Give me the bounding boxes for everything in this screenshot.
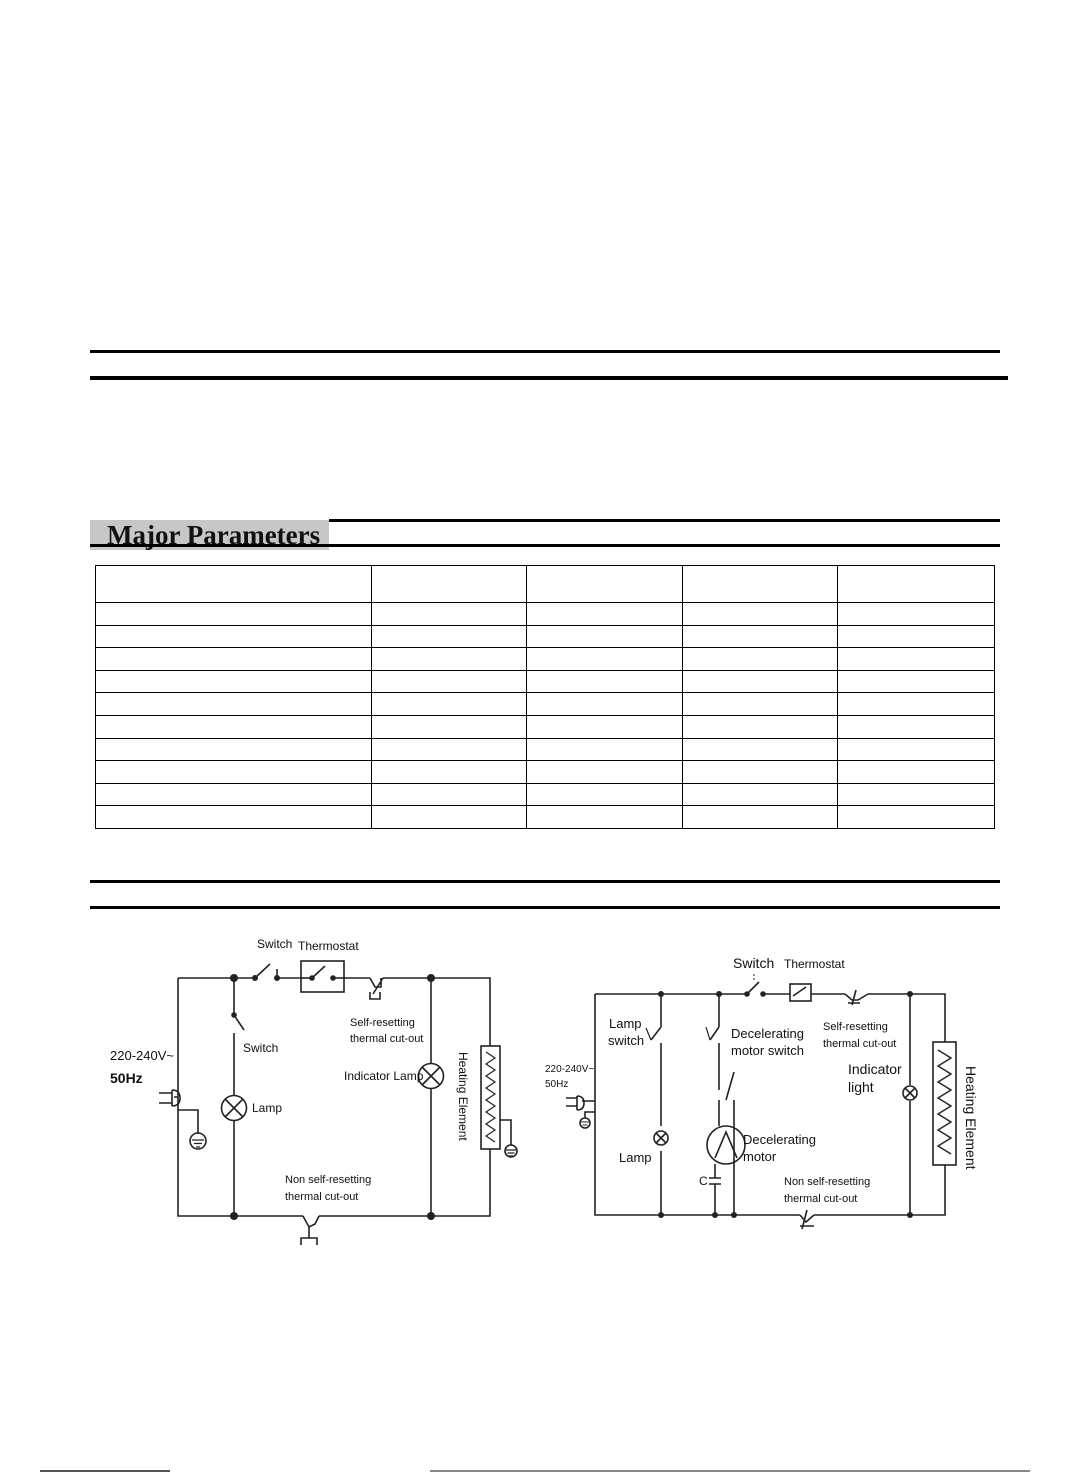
right-decel-switch-label-2: motor switch <box>731 1043 804 1058</box>
left-top-switch <box>254 963 271 979</box>
left-non-self-resetting-label-2: thermal cut-out <box>285 1191 358 1203</box>
right-junction-dots <box>658 991 913 1218</box>
left-heating-earth-icon <box>504 1144 518 1158</box>
table-row <box>95 669 995 694</box>
right-plug-icon <box>566 1095 595 1111</box>
right-earth-wire <box>584 1111 595 1118</box>
right-decel-motor-label-2: motor <box>743 1149 777 1164</box>
scan-edge-mark <box>430 1470 1030 1472</box>
right-indicator-label-2: light <box>848 1079 874 1095</box>
right-lamp-label: Lamp <box>619 1150 652 1165</box>
right-heating-element <box>932 1041 957 1166</box>
left-junction-dots <box>230 974 435 1220</box>
right-decel-motor-symbol <box>706 1125 746 1165</box>
table-header-row <box>95 565 995 603</box>
right-capacitor-label: C <box>699 1174 708 1188</box>
top-rule-thin <box>90 350 1000 353</box>
table-row <box>95 714 995 739</box>
left-switch-top-label: Switch <box>257 937 292 951</box>
left-self-resetting-label-1: Self-resetting <box>350 1017 415 1029</box>
right-self-resetting-cutout <box>844 989 869 1006</box>
right-top-switch <box>746 981 760 995</box>
right-motor-switch-contact <box>725 1071 735 1101</box>
left-thermostat-contact <box>311 965 326 979</box>
left-self-resetting-label-2: thermal cut-out <box>350 1033 423 1045</box>
table-row <box>95 737 995 762</box>
left-frequency-label: 50Hz <box>110 1070 143 1086</box>
right-main-wire <box>594 993 946 1216</box>
table-cell <box>682 565 838 603</box>
heading-rule-bottom <box>90 544 1000 547</box>
diagram-rule-thin <box>90 880 1000 883</box>
right-non-self-resetting-label-2: thermal cut-out <box>784 1193 857 1205</box>
left-earth-icon <box>189 1132 207 1150</box>
heading-rule-top <box>329 519 1000 522</box>
table-row <box>95 782 995 807</box>
table-cell <box>95 565 372 603</box>
right-heating-element-label: Heating Element <box>963 1066 979 1170</box>
left-non-self-resetting-cutout <box>300 1215 320 1245</box>
left-switch-lamp-label: Switch <box>243 1041 278 1055</box>
right-self-resetting-label-1: Self-resetting <box>823 1021 888 1033</box>
left-indicator-lamp-label: Indicator Lamp <box>344 1069 424 1083</box>
right-decel-motor-label-1: Decelerating <box>743 1132 816 1147</box>
table-row <box>95 692 995 716</box>
table-cell <box>837 565 995 603</box>
table-cell <box>837 805 995 829</box>
left-voltage-label: 220-240V~ <box>110 1048 174 1063</box>
top-rule-thick <box>90 376 1008 380</box>
table-row <box>95 805 995 829</box>
left-lamp-branch <box>233 978 245 1216</box>
right-indicator-light-symbol <box>902 1085 918 1101</box>
right-capacitor <box>709 1164 721 1215</box>
right-indicator-label-1: Indicator <box>848 1061 902 1077</box>
right-decel-motor-switch <box>709 994 720 1090</box>
right-lamp-switch-label-1: Lamp <box>609 1016 642 1031</box>
left-indicator-lamp-symbol <box>417 1062 445 1090</box>
right-thermostat-label: Thermostat <box>784 957 845 971</box>
left-lamp-label: Lamp <box>252 1101 282 1115</box>
left-lamp-symbol <box>220 1094 248 1122</box>
left-thermostat-box <box>300 960 345 993</box>
right-switch-top-label: Switch <box>733 955 774 971</box>
table-cell <box>371 565 527 603</box>
right-circuit-diagram <box>566 974 957 1230</box>
left-heating-earth-wire <box>500 1119 512 1145</box>
scan-edge-mark <box>40 1470 170 1472</box>
left-circuit-diagram <box>159 960 518 1245</box>
right-lamp-symbol <box>653 1130 669 1146</box>
left-main-wire <box>177 969 491 1217</box>
right-frequency-label: 50Hz <box>545 1079 568 1090</box>
right-lamp-branch <box>650 994 662 1215</box>
right-earth-icon <box>579 1117 591 1129</box>
parameters-table <box>95 565 995 829</box>
right-non-self-resetting-cutout <box>799 1209 815 1230</box>
left-self-resetting-cutout <box>369 977 384 1000</box>
right-thermostat-box <box>789 983 812 1002</box>
right-lamp-switch-label-2: switch <box>608 1033 644 1048</box>
right-non-self-resetting-label-1: Non self-resetting <box>784 1176 870 1188</box>
left-heating-element-label: Heating Element <box>456 1052 470 1141</box>
left-plug-icon <box>159 1089 181 1107</box>
right-motor-wires <box>718 1100 735 1215</box>
diagram-rule-thick <box>90 906 1000 909</box>
left-earth-wire <box>178 1109 199 1134</box>
right-decel-switch-label-1: Decelerating <box>731 1026 804 1041</box>
left-thermostat-label: Thermostat <box>298 939 359 953</box>
left-non-self-resetting-label-1: Non self-resetting <box>285 1174 371 1186</box>
table-row <box>95 647 995 671</box>
right-thermostat-contact <box>792 986 807 997</box>
right-self-resetting-label-2: thermal cut-out <box>823 1038 896 1050</box>
right-voltage-label: 220-240V~ <box>545 1064 594 1075</box>
